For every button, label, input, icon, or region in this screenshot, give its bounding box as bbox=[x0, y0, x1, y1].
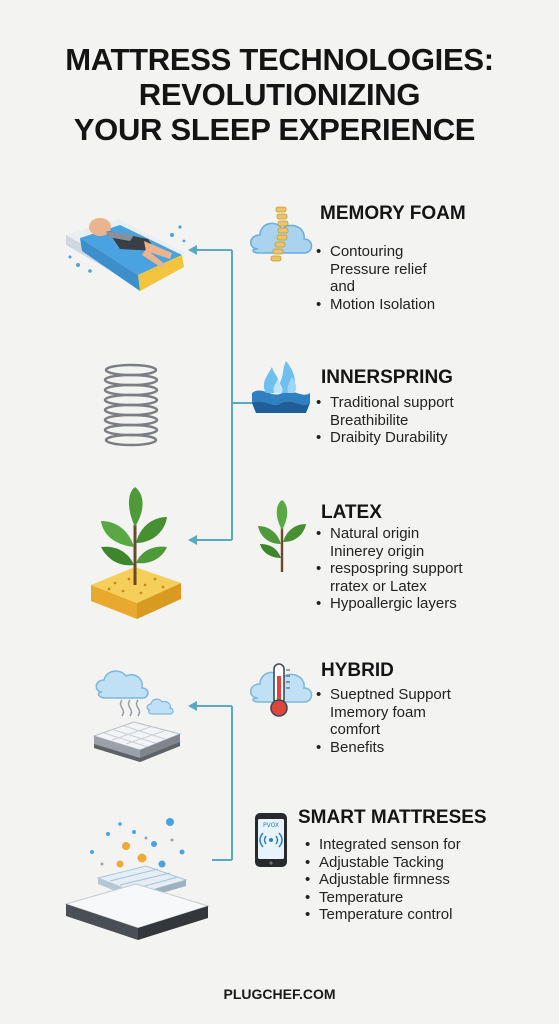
title-line-1: MATTRESS TECHNOLOGIES: bbox=[65, 42, 494, 77]
feature-item: Sueptned Support bbox=[316, 686, 451, 704]
feature-item: Breathibilite bbox=[330, 411, 409, 429]
latex-plant-illustration bbox=[91, 487, 181, 619]
arrow-latex-icon bbox=[188, 535, 197, 545]
memory-foam-mattress-illustration bbox=[66, 218, 186, 291]
section-title-memory-foam: MEMORY FOAM bbox=[320, 203, 466, 224]
phone-screen-label: PVOX bbox=[262, 822, 280, 829]
title-line-3: YOUR SLEEP EXPERIENCE bbox=[73, 112, 476, 147]
feature-item: and bbox=[330, 278, 356, 295]
feature-item: respospring support bbox=[316, 560, 463, 578]
smart-mattress-features: Integrated senson for Adjustable Tacking… bbox=[305, 836, 461, 924]
section-title-hybrid: HYBRID bbox=[321, 660, 394, 681]
arrow-hybrid-icon bbox=[188, 701, 197, 711]
feature-item: rratex or Latex bbox=[330, 577, 427, 595]
feature-item: Traditional support bbox=[316, 394, 454, 412]
footer-site-url: PLUGCHEF.COM bbox=[223, 986, 336, 1002]
arrow-memory-foam-icon bbox=[188, 245, 197, 255]
hybrid-mattress-illustration bbox=[92, 670, 182, 762]
thermometer-cloud-icon bbox=[250, 663, 313, 717]
feature-item: Temperature control bbox=[305, 906, 461, 924]
memory-foam-features: Contouring Pressure relief and Motion Is… bbox=[316, 243, 435, 313]
feature-item: Natural origin bbox=[316, 525, 463, 543]
small-plant-icon bbox=[258, 500, 306, 572]
feature-item: Pressure relief bbox=[330, 260, 427, 278]
coil-spring-illustration bbox=[103, 363, 159, 447]
section-title-latex: LATEX bbox=[321, 502, 382, 523]
flame-wave-icon bbox=[252, 361, 310, 413]
section-title-smart-mattresses: SMART MATTRESES bbox=[298, 807, 487, 828]
feature-item: Temperature bbox=[305, 889, 461, 907]
feature-item: Benefits bbox=[316, 739, 451, 757]
feature-item: Adjustable Tacking bbox=[305, 854, 461, 872]
feature-item: Adjustable firmness bbox=[305, 871, 461, 889]
hybrid-features: Sueptned Support Imemory foam comfort Be… bbox=[316, 686, 451, 756]
page-title: MATTRESS TECHNOLOGIES: REVOLUTIONIZING Y… bbox=[0, 42, 559, 147]
latex-features: Natural origin Ininerey origin respospri… bbox=[316, 525, 463, 613]
feature-item: Motion Isolation bbox=[316, 296, 435, 314]
section-title-innerspring: INNERSPRING bbox=[321, 367, 453, 388]
innerspring-features: Traditional support Breathibilite Draibi… bbox=[316, 394, 454, 447]
smartphone-icon: PVOX bbox=[254, 812, 288, 868]
spine-cloud-icon bbox=[250, 206, 313, 262]
feature-item: Draibity Durability bbox=[316, 429, 454, 447]
feature-item: Contouring bbox=[316, 243, 435, 261]
feature-item: comfort bbox=[330, 721, 381, 738]
feature-item: Hypoallergic layers bbox=[316, 595, 463, 613]
feature-item: Ininerey origin bbox=[330, 542, 425, 560]
smart-mattress-illustration bbox=[64, 818, 210, 940]
title-line-2: REVOLUTIONIZING bbox=[138, 77, 421, 112]
feature-item: Integrated senson for bbox=[305, 836, 461, 854]
feature-item: Imemory foam bbox=[330, 703, 426, 721]
